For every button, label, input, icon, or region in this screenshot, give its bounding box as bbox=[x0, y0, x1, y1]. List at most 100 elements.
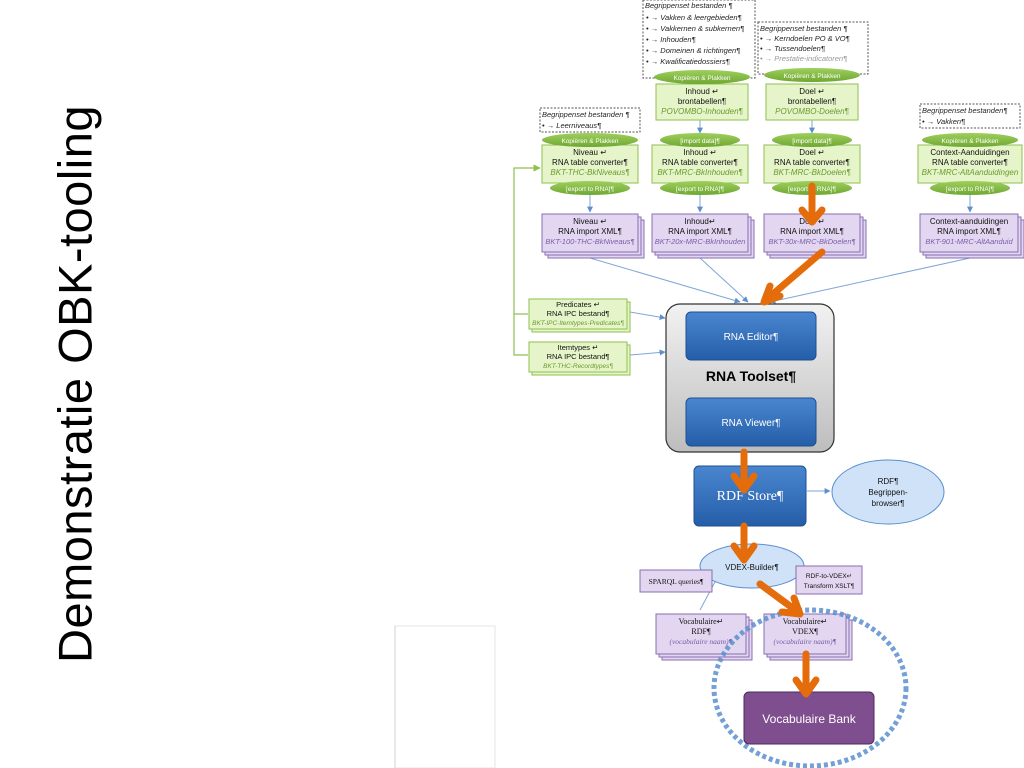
svg-text:• → Vakken¶: • → Vakken¶ bbox=[922, 117, 965, 126]
source-b-item-2: Tussendoelen¶ bbox=[774, 44, 825, 53]
svg-text:• → Prestatie-indicatoren¶: • → Prestatie-indicatoren¶ bbox=[760, 54, 847, 63]
svg-text:Vocabulaire↵: Vocabulaire↵ bbox=[783, 617, 828, 626]
source-a-item-4: Domeinen & richtingen¶ bbox=[660, 46, 740, 55]
svg-text:Vocabulaire Bank: Vocabulaire Bank bbox=[762, 712, 856, 726]
source-box-b: Begrippenset bestanden ¶ • → Kerndoelen … bbox=[757, 21, 869, 75]
svg-text:brontabellen¶: brontabellen¶ bbox=[678, 97, 726, 106]
svg-text:• → Domeinen & richtingen¶: • → Domeinen & richtingen¶ bbox=[646, 46, 740, 55]
source-box-d: Begrippenset bestanden¶ • → Vakken¶ bbox=[919, 103, 1021, 129]
svg-text:BKT-30x-MRC-BkDoelen¶: BKT-30x-MRC-BkDoelen¶ bbox=[768, 237, 855, 246]
sparql-queries: SPARQL queries¶ bbox=[639, 569, 713, 593]
svg-text:RNA import XML¶: RNA import XML¶ bbox=[780, 227, 844, 236]
svg-text:[export to RNA]¶: [export to RNA]¶ bbox=[676, 186, 724, 193]
pill-export-2: [export to RNA]¶ bbox=[660, 181, 740, 195]
svg-text:• → Vakken & leergebieden¶: • → Vakken & leergebieden¶ bbox=[646, 13, 742, 22]
svg-text:(vocabulaire naam)¶: (vocabulaire naam)¶ bbox=[669, 637, 732, 646]
source-b-item-1: Kerndoelen PO & VO¶ bbox=[774, 34, 849, 43]
svg-text:BKT-THC-Recordtypes¶: BKT-THC-Recordtypes¶ bbox=[543, 363, 613, 370]
pill-import-data-2: [import data]¶ bbox=[772, 133, 852, 147]
vocabulaire-bank: Vocabulaire Bank bbox=[743, 691, 875, 745]
rna-viewer-button[interactable] bbox=[685, 397, 817, 447]
svg-text:RDF Store¶: RDF Store¶ bbox=[717, 489, 784, 504]
svg-text:[import data]¶: [import data]¶ bbox=[680, 138, 720, 145]
source-a-title: Begrippenset bestanden ¶ bbox=[645, 1, 732, 10]
pill-copy-paste-2: Kopiëren & Plakken bbox=[764, 68, 860, 82]
svg-text:RNA import XML¶: RNA import XML¶ bbox=[558, 227, 622, 236]
svg-text:Inhoud↵: Inhoud↵ bbox=[684, 217, 715, 226]
svg-text:Inhoud ↵: Inhoud ↵ bbox=[685, 87, 718, 96]
rna-viewer-label: RNA Viewer¶ bbox=[721, 418, 780, 429]
svg-text:BKT-20x-MRC-BkInhouden: BKT-20x-MRC-BkInhouden bbox=[655, 237, 746, 246]
sourcetable-doel: Doel ↵ brontabellen¶ POVOMBO-Doelen¶ bbox=[765, 83, 859, 121]
svg-text:BKT-THC-BkNiveaus¶: BKT-THC-BkNiveaus¶ bbox=[550, 168, 630, 177]
svg-text:• → Inhouden¶: • → Inhouden¶ bbox=[646, 35, 696, 44]
source-d-item-1: Vakken¶ bbox=[936, 117, 965, 126]
svg-text:(vocabulaire naam)¶: (vocabulaire naam)¶ bbox=[773, 637, 836, 646]
svg-text:SPARQL queries¶: SPARQL queries¶ bbox=[649, 577, 704, 586]
svg-text:brontabellen¶: brontabellen¶ bbox=[788, 97, 836, 106]
svg-text:POVOMBO-Inhouden¶: POVOMBO-Inhouden¶ bbox=[661, 107, 743, 116]
arrow-builder-to-vdex bbox=[756, 580, 804, 618]
feedback-loop-lines bbox=[513, 164, 541, 356]
pill-copy-paste-4: Kopiëren & Plakken bbox=[922, 133, 1018, 147]
source-c-item-1: Leerniveaus¶ bbox=[556, 121, 601, 130]
arrow-vdex-to-bank bbox=[792, 650, 820, 698]
svg-text:[import data]¶: [import data]¶ bbox=[792, 138, 832, 145]
svg-text:Context-Aanduidingen: Context-Aanduidingen bbox=[930, 148, 1009, 157]
source-a-item-5: Kwalificatiedossiers¶ bbox=[660, 57, 729, 66]
svg-text:• → Kwalificatiedossiers¶: • → Kwalificatiedossiers¶ bbox=[646, 57, 730, 66]
svg-text:RDF¶: RDF¶ bbox=[878, 477, 899, 486]
orange-flow-arrows bbox=[730, 182, 826, 698]
vocabulaire-vdex: Vocabulaire↵ VDEX¶ (vocabulaire naam)¶ bbox=[763, 613, 853, 661]
source-a-item-2: Vakkernen & subkernen¶ bbox=[660, 24, 744, 33]
xmlfile-inhoud: Inhoud↵ RNA import XML¶ BKT-20x-MRC-BkIn… bbox=[651, 213, 755, 259]
converter-niveau: Niveau ↵ RNA table converter¶ BKT-THC-Bk… bbox=[541, 144, 639, 184]
rna-editor-button[interactable] bbox=[685, 311, 817, 361]
svg-text:BKT-100-THC-BkNiveaus¶: BKT-100-THC-BkNiveaus¶ bbox=[545, 237, 634, 246]
svg-text:• → Leerniveaus¶: • → Leerniveaus¶ bbox=[542, 121, 601, 130]
svg-text:RNA table converter¶: RNA table converter¶ bbox=[662, 158, 738, 167]
source-b-item-3: Prestatie-indicatoren¶ bbox=[774, 54, 847, 63]
source-d-title: Begrippenset bestanden¶ bbox=[922, 106, 1007, 115]
svg-text:Context-aanduidingen: Context-aanduidingen bbox=[930, 217, 1008, 226]
source-b-title: Begrippenset bestanden ¶ bbox=[760, 24, 847, 33]
rdf-store: RDF Store¶ bbox=[693, 465, 807, 527]
svg-text:BKT-MRC-AltAanduidingen: BKT-MRC-AltAanduidingen bbox=[922, 168, 1019, 177]
svg-text:Kopiëren & Plakken: Kopiëren & Plakken bbox=[941, 138, 998, 145]
source-box-c: Begrippenset bestanden ¶ • → Leerniveaus… bbox=[539, 107, 641, 133]
svg-text:Niveau ↵: Niveau ↵ bbox=[573, 217, 607, 226]
svg-text:VDEX-Builder¶: VDEX-Builder¶ bbox=[725, 563, 779, 572]
svg-text:Inhoud ↵: Inhoud ↵ bbox=[683, 148, 716, 157]
xmlfile-niveau: Niveau ↵ RNA import XML¶ BKT-100-THC-BkN… bbox=[541, 213, 645, 259]
svg-text:[export to RNA]¶: [export to RNA]¶ bbox=[566, 186, 614, 193]
svg-text:RNA import XML¶: RNA import XML¶ bbox=[937, 227, 1001, 236]
svg-text:Kopiëren & Plakken: Kopiëren & Plakken bbox=[783, 73, 840, 80]
converter-inhoud: Inhoud ↵ RNA table converter¶ BKT-MRC-Bk… bbox=[651, 144, 749, 184]
ipc-predicates: Predicates ↵ RNA IPC bestand¶ BKT-IPC-It… bbox=[528, 298, 631, 333]
svg-text:RDF-to-VDEX↵: RDF-to-VDEX↵ bbox=[806, 573, 852, 580]
pill-copy-paste-3: Kopiëren & Plakken bbox=[542, 133, 638, 147]
svg-text:Doel ↵: Doel ↵ bbox=[799, 148, 824, 157]
arrow-store-to-builder bbox=[730, 522, 758, 564]
pill-export-4: [export to RNA]¶ bbox=[930, 181, 1010, 195]
svg-text:VDEX¶: VDEX¶ bbox=[792, 627, 818, 636]
svg-text:Begrippen-: Begrippen- bbox=[868, 488, 907, 497]
xslt-transform: RDF-to-VDEX↵ Transform XSLT¶ bbox=[795, 565, 863, 595]
svg-text:Itemtypes ↵: Itemtypes ↵ bbox=[558, 343, 599, 352]
svg-text:Predicates ↵: Predicates ↵ bbox=[556, 300, 600, 309]
svg-text:BKT-901-MRC-AltAanduid: BKT-901-MRC-AltAanduid bbox=[925, 237, 1013, 246]
svg-text:RNA import XML¶: RNA import XML¶ bbox=[668, 227, 732, 236]
vocabulaire-rdf: Vocabulaire↵ RDF¶ (vocabulaire naam)¶ bbox=[655, 613, 753, 661]
rna-toolset: RNA Editor¶ RNA Toolset¶ RNA Viewer¶ bbox=[665, 303, 835, 453]
pill-export-1: [export to RNA]¶ bbox=[550, 181, 630, 195]
source-c-title: Begrippenset bestanden ¶ bbox=[542, 110, 629, 119]
svg-text:Kopiëren & Plakken: Kopiëren & Plakken bbox=[561, 138, 618, 145]
svg-text:BKT-MRC-BkDoelen¶: BKT-MRC-BkDoelen¶ bbox=[773, 168, 851, 177]
xmlfile-context: Context-aanduidingen RNA import XML¶ BKT… bbox=[919, 213, 1024, 259]
svg-text:RNA table converter¶: RNA table converter¶ bbox=[774, 158, 850, 167]
svg-text:• → Vakkernen & subkernen¶: • → Vakkernen & subkernen¶ bbox=[646, 24, 744, 33]
pill-import-data-1: [import data]¶ bbox=[660, 133, 740, 147]
svg-text:browser¶: browser¶ bbox=[872, 499, 905, 508]
svg-text:Niveau ↵: Niveau ↵ bbox=[573, 148, 607, 157]
